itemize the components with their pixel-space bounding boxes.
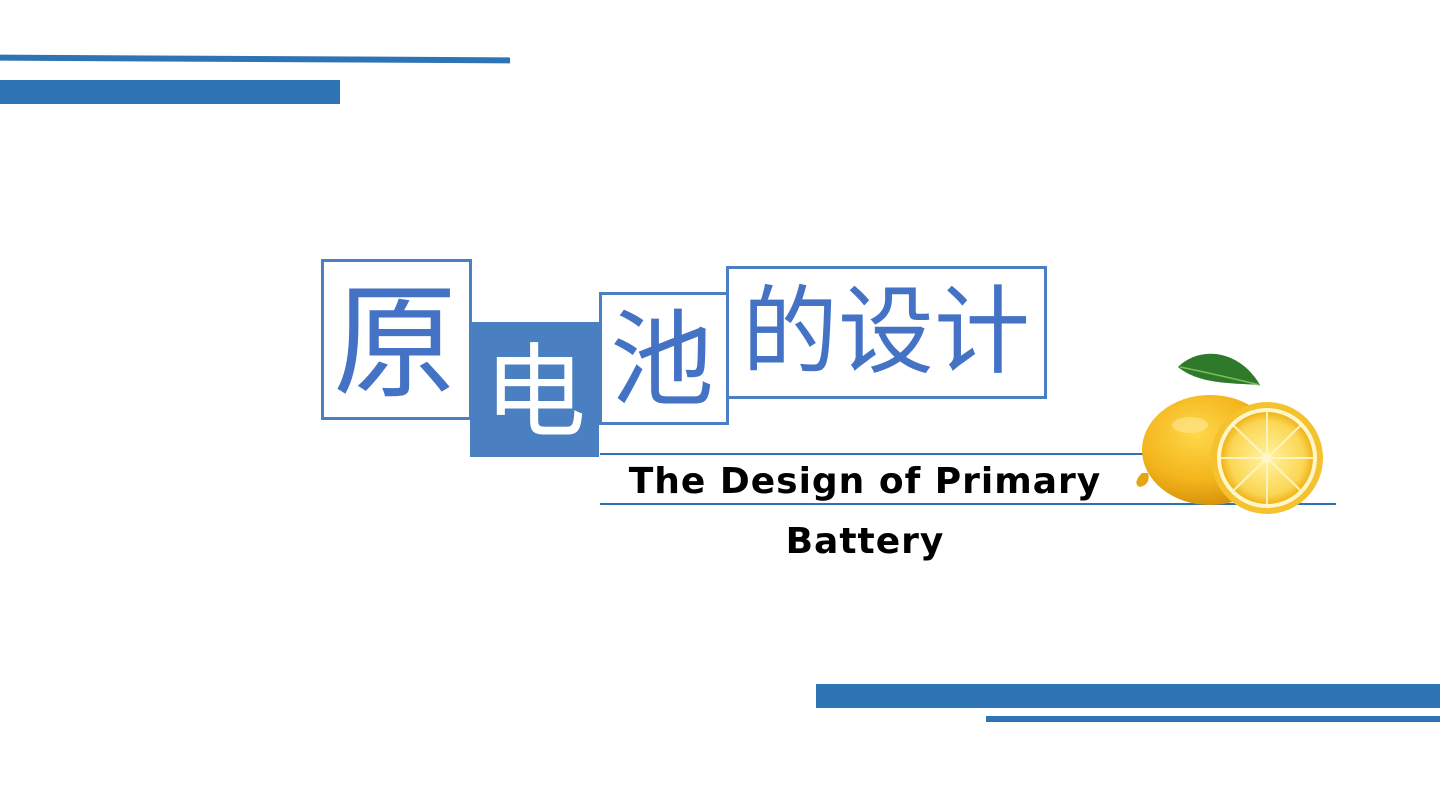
top-thick-bar: [0, 80, 340, 104]
subtitle-line-2: Battery: [785, 521, 945, 562]
bottom-thick-bar: [816, 684, 1440, 708]
title-text-de-sheji: 的设计: [742, 276, 1030, 388]
title-box-yuan: [321, 259, 472, 420]
title-box-dian: [470, 322, 599, 457]
lemon-image: [1136, 353, 1323, 514]
subtitle-top-rule: [600, 453, 1155, 455]
title-char-chi: 池: [610, 299, 715, 421]
title-char-yuan: 原: [333, 272, 458, 416]
bottom-thin-bar: [986, 716, 1440, 722]
top-thin-bar: [0, 54, 510, 64]
title-box-de-sheji: [726, 266, 1047, 399]
title-box-chi: [599, 292, 729, 425]
subtitle-line-1: The Design of Primary: [628, 461, 1102, 502]
subtitle-bottom-rule: [600, 503, 1336, 505]
title-char-dian: 电: [484, 334, 586, 453]
